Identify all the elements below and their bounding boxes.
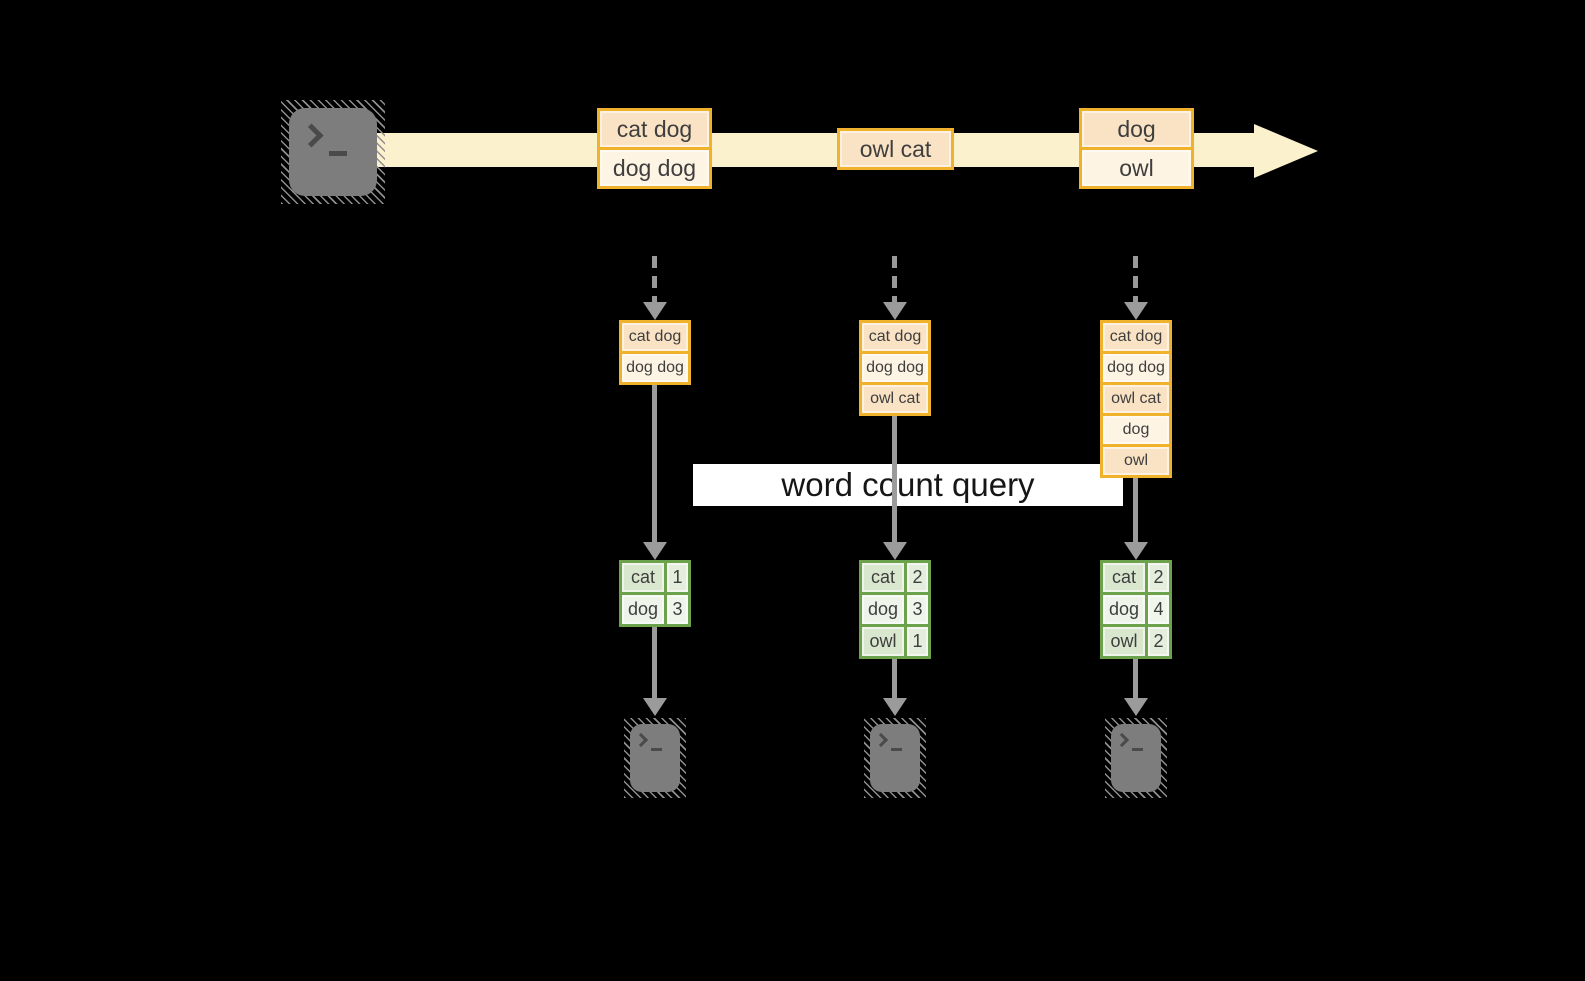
prompt-cursor-icon [891, 748, 902, 751]
buffer-line: cat dog [1103, 323, 1169, 351]
count-cell: 2 [1148, 627, 1169, 656]
buffer-stack: cat dog dog dog owl cat [859, 320, 931, 416]
arrow-line [1133, 659, 1138, 698]
table-row: owl 1 [862, 627, 928, 656]
word-cell: owl [862, 627, 904, 656]
buffer-line: owl cat [1103, 385, 1169, 413]
dashed-arrow-line [1133, 256, 1138, 302]
terminal-body [630, 724, 680, 792]
table-row: owl 2 [1103, 627, 1169, 656]
table-row: cat 2 [862, 563, 928, 592]
buffer-line: owl cat [862, 385, 928, 413]
word-cell: dog [862, 595, 904, 624]
arrow-head-icon [1124, 542, 1148, 560]
stream-line: owl cat [840, 131, 951, 167]
arrow-line [892, 659, 897, 698]
arrow-head-icon [643, 302, 667, 320]
terminal-icon [864, 718, 926, 798]
count-cell: 2 [907, 563, 928, 592]
arrow-line [1133, 478, 1138, 542]
stream-arrowhead-icon [1254, 124, 1318, 178]
word-count-table: cat 1 dog 3 [619, 560, 691, 627]
arrow-line [892, 416, 897, 542]
count-cell: 1 [667, 563, 688, 592]
word-cell: owl [1103, 627, 1145, 656]
arrow-head-icon [883, 302, 907, 320]
buffer-line: owl [1103, 447, 1169, 475]
count-cell: 1 [907, 627, 928, 656]
terminal-body [870, 724, 920, 792]
buffer-line: dog [1103, 416, 1169, 444]
count-cell: 4 [1148, 595, 1169, 624]
table-row: dog 4 [1103, 595, 1169, 624]
word-cell: cat [862, 563, 904, 592]
terminal-icon [1105, 718, 1167, 798]
table-row: dog 3 [622, 595, 688, 624]
buffer-line: dog dog [622, 354, 688, 382]
arrow-head-icon [643, 542, 667, 560]
prompt-cursor-icon [1132, 748, 1143, 751]
query-label: word count query [781, 466, 1035, 503]
word-cell: dog [1103, 595, 1145, 624]
stream-batch: dog owl [1079, 108, 1194, 189]
arrow-head-icon [883, 542, 907, 560]
terminal-icon [281, 100, 385, 204]
buffer-stack: cat dog dog dog [619, 320, 691, 385]
query-label-band: word count query [693, 464, 1123, 506]
word-cell: dog [622, 595, 664, 624]
table-row: dog 3 [862, 595, 928, 624]
stream-line: owl [1082, 150, 1191, 186]
stream-batch: cat dog dog dog [597, 108, 712, 189]
table-row: cat 2 [1103, 563, 1169, 592]
buffer-line: dog dog [1103, 354, 1169, 382]
buffer-line: cat dog [622, 323, 688, 351]
table-row: cat 1 [622, 563, 688, 592]
count-cell: 2 [1148, 563, 1169, 592]
arrow-head-icon [1124, 302, 1148, 320]
terminal-icon [624, 718, 686, 798]
dashed-arrow-line [652, 256, 657, 302]
arrow-head-icon [883, 698, 907, 716]
buffer-stack: cat dog dog dog owl cat dog owl [1100, 320, 1172, 478]
terminal-body [1111, 724, 1161, 792]
arrow-line [652, 627, 657, 698]
arrow-head-icon [1124, 698, 1148, 716]
dashed-arrow-line [892, 256, 897, 302]
count-cell: 3 [907, 595, 928, 624]
buffer-line: cat dog [862, 323, 928, 351]
buffer-line: dog dog [862, 354, 928, 382]
stream-line: dog [1082, 111, 1191, 147]
stream-line: cat dog [600, 111, 709, 147]
count-cell: 3 [667, 595, 688, 624]
arrow-head-icon [643, 698, 667, 716]
word-cell: cat [622, 563, 664, 592]
word-cell: cat [1103, 563, 1145, 592]
prompt-cursor-icon [329, 151, 347, 156]
word-count-table: cat 2 dog 4 owl 2 [1100, 560, 1172, 659]
word-count-table: cat 2 dog 3 owl 1 [859, 560, 931, 659]
prompt-cursor-icon [651, 748, 662, 751]
stream-batch: owl cat [837, 128, 954, 170]
arrow-line [652, 385, 657, 542]
stream-line: dog dog [600, 150, 709, 186]
